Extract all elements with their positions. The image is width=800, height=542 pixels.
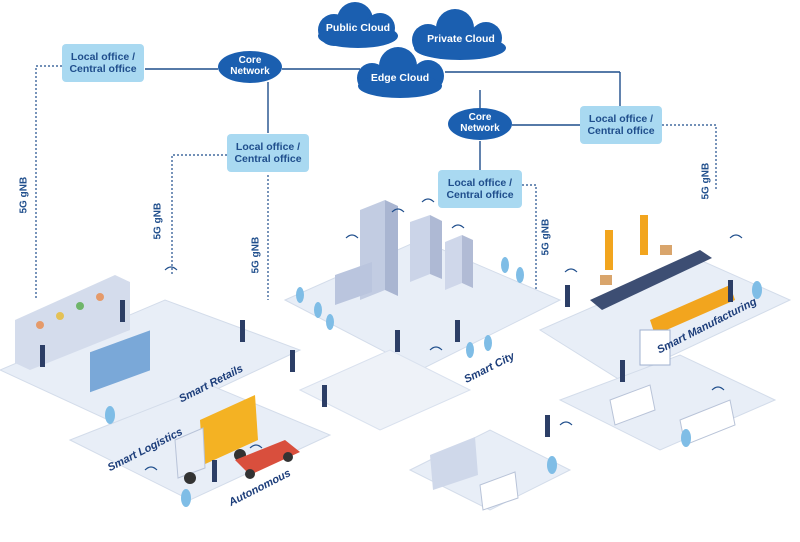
gnb-label-3: 5G gNB bbox=[250, 236, 262, 274]
edge-cloud-shape bbox=[357, 47, 444, 98]
private-cloud-label: Private Cloud bbox=[427, 33, 495, 45]
city-skyline bbox=[335, 200, 473, 305]
core-network-1-line2: Network bbox=[230, 66, 270, 77]
core-network-2-label: Core Network bbox=[452, 112, 508, 134]
office-area bbox=[609, 329, 736, 446]
backhaul-office3 bbox=[522, 184, 537, 290]
gnb-label-2: 5G gNB bbox=[152, 202, 164, 240]
platform-office bbox=[558, 354, 777, 451]
office-box-3: Local office / Central office bbox=[438, 170, 522, 208]
core-network-1-shape bbox=[218, 51, 282, 83]
antenna-icons bbox=[144, 198, 743, 471]
backhaul-office1 bbox=[35, 65, 62, 300]
backhaul-links bbox=[35, 65, 717, 300]
office-box-2-line1: Local office / bbox=[235, 141, 301, 153]
manufacturing-line bbox=[590, 215, 735, 335]
autonomous-car bbox=[235, 440, 300, 479]
office-box-3-line1: Local office / bbox=[447, 177, 513, 189]
office-box-2-line2: Central office bbox=[234, 153, 302, 165]
office-box-1-line2: Central office bbox=[69, 63, 137, 75]
edge-cloud-label: Edge Cloud bbox=[370, 72, 430, 84]
office-box-4-line2: Central office bbox=[587, 125, 655, 137]
office-box-1: Local office / Central office bbox=[62, 44, 144, 82]
office-box-4: Local office / Central office bbox=[580, 106, 662, 144]
public-cloud-label: Public Cloud bbox=[325, 22, 391, 34]
backhaul-office4 bbox=[662, 124, 717, 190]
people bbox=[40, 280, 733, 482]
public-cloud-shape bbox=[318, 2, 398, 48]
backhaul-office2-left bbox=[171, 154, 227, 275]
gnb-label-5: 5G gNB bbox=[700, 162, 712, 200]
private-cloud-shape bbox=[412, 9, 506, 60]
core-network-1-line1: Core bbox=[238, 55, 262, 66]
office-box-2: Local office / Central office bbox=[227, 134, 309, 172]
core-network-2-line1: Core bbox=[468, 112, 492, 123]
network-links bbox=[145, 68, 621, 170]
office-box-3-line2: Central office bbox=[446, 189, 514, 201]
trees bbox=[105, 257, 762, 507]
office-box-4-line1: Local office / bbox=[588, 113, 654, 125]
cafe-counter bbox=[430, 437, 519, 511]
gnb-label-4: 5G gNB bbox=[540, 218, 552, 256]
platform-plaza bbox=[298, 349, 472, 431]
office-box-1-line1: Local office / bbox=[70, 51, 136, 63]
core-network-1-label: Core Network bbox=[222, 55, 278, 77]
gnb-label-1: 5G gNB bbox=[18, 176, 30, 214]
core-network-2-shape bbox=[448, 108, 512, 140]
core-network-2-line2: Network bbox=[460, 123, 500, 134]
